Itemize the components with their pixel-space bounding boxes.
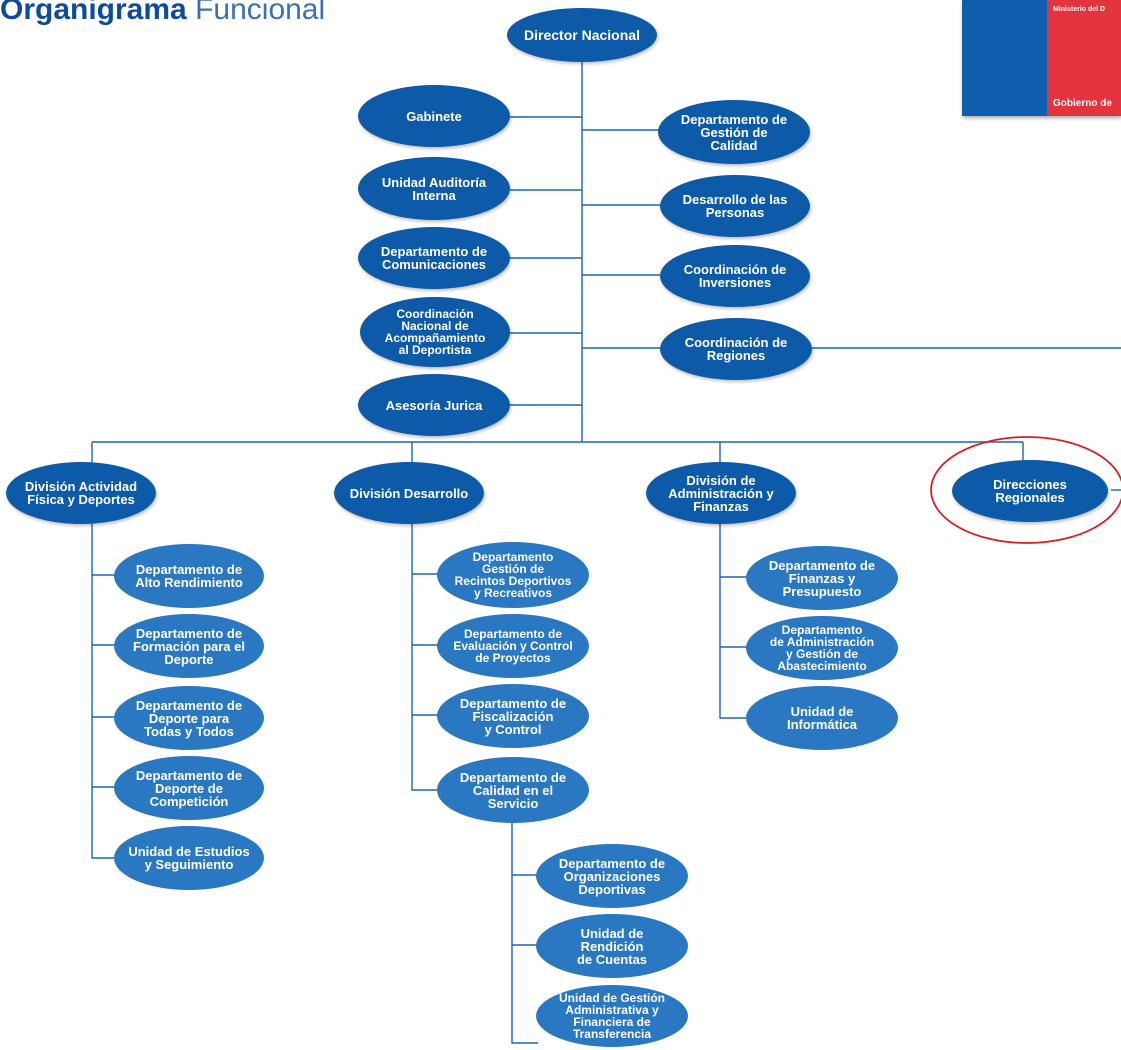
- node-gabinete[interactable]: Gabinete: [358, 85, 510, 147]
- node-unidad-estudios[interactable]: Unidad de Estudios y Seguimiento: [114, 826, 264, 890]
- node-rendicion-cuentas[interactable]: Unidad de Rendición de Cuentas: [536, 914, 688, 978]
- node-evaluacion-control-proyectos[interactable]: Departamento de Evaluación y Control de …: [437, 614, 589, 678]
- node-alto-rendimiento[interactable]: Departamento de Alto Rendimiento: [114, 544, 264, 608]
- node-deporte-competicion[interactable]: Departamento de Deporte de Competición: [114, 756, 264, 820]
- highlight-circle: [930, 436, 1121, 544]
- page-title: Organigrama Funcional: [0, 0, 325, 30]
- node-organizaciones-deportivas[interactable]: Departamento de Organizaciones Deportiva…: [536, 844, 688, 908]
- node-coordinacion-acompanamiento[interactable]: Coordinación Nacional de Acompañamiento …: [360, 297, 510, 367]
- node-director-nacional[interactable]: Director Nacional: [507, 8, 657, 62]
- node-departamento-comunicaciones[interactable]: Departamento de Comunicaciones: [358, 227, 510, 289]
- node-formacion-deporte[interactable]: Departamento de Formación para el Deport…: [114, 614, 264, 678]
- title-bold: Organigrama: [0, 0, 187, 26]
- node-departamento-gestion-calidad[interactable]: Departamento de Gestión de Calidad: [658, 100, 810, 164]
- node-division-desarrollo[interactable]: División Desarrollo: [334, 462, 484, 524]
- logo-government-text: Gobierno de: [1053, 98, 1112, 109]
- node-unidad-informatica[interactable]: Unidad de Informática: [746, 686, 898, 750]
- node-recintos-deportivos[interactable]: Departamento Gestión de Recintos Deporti…: [437, 542, 589, 608]
- node-division-administracion-finanzas[interactable]: División de Administración y Finanzas: [646, 462, 796, 524]
- branch-actividad: [91, 522, 117, 859]
- government-logo: Ministerio del D Gobierno de: [962, 0, 1121, 116]
- node-direcciones-regionales[interactable]: Direcciones Regionales: [952, 460, 1108, 522]
- logo-blue-block: [962, 0, 1047, 116]
- node-coordinacion-regiones[interactable]: Coordinación de Regiones: [660, 318, 812, 380]
- node-unidad-auditoria-interna[interactable]: Unidad Auditoría Interna: [358, 157, 510, 220]
- logo-red-block: [1047, 0, 1121, 116]
- node-finanzas-presupuesto[interactable]: Departamento de Finanzas y Presupuesto: [746, 546, 898, 610]
- node-desarrollo-personas[interactable]: Desarrollo de las Personas: [660, 175, 810, 237]
- logo-ministry-text: Ministerio del D: [1053, 6, 1106, 13]
- node-deporte-todas-todos[interactable]: Departamento de Deporte para Todas y Tod…: [114, 686, 264, 750]
- node-gestion-transferencias[interactable]: Unidad de Gestión Administrativa y Finan…: [536, 985, 688, 1047]
- branch-admin: [719, 522, 748, 719]
- branch-calidad-servicio: [511, 820, 538, 1044]
- node-administracion-abastecimiento[interactable]: Departamento de Administración y Gestión…: [746, 616, 898, 680]
- branch-desarrollo: [411, 522, 438, 791]
- node-calidad-servicio[interactable]: Departamento de Calidad en el Servicio: [437, 757, 589, 823]
- title-light: Funcional: [195, 0, 326, 26]
- node-division-actividad-fisica[interactable]: División Actividad Física y Deportes: [6, 462, 156, 524]
- node-coordinacion-inversiones[interactable]: Coordinación de Inversiones: [660, 245, 810, 307]
- node-fiscalizacion-control[interactable]: Departamento de Fiscalización y Control: [437, 684, 589, 748]
- node-asesoria-juridica[interactable]: Asesoría Jurica: [358, 374, 510, 436]
